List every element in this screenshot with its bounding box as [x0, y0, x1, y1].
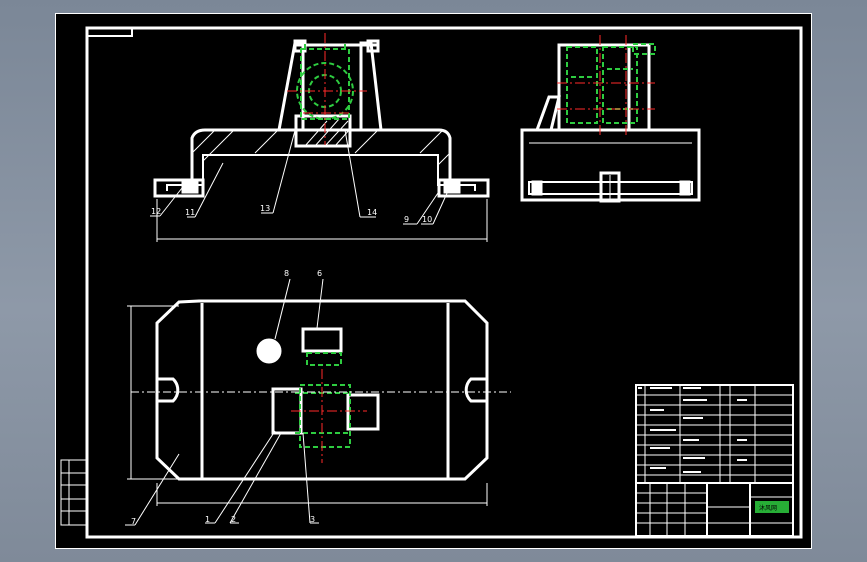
top-view [155, 299, 489, 481]
title-block [635, 384, 794, 537]
balloon-label-top_view-1: 6 [317, 269, 322, 278]
title-stamp-text: 沐风网 [759, 504, 777, 512]
front-view-leaders [150, 122, 488, 242]
top-view-leaders [125, 278, 488, 526]
sheet-inner-frame [85, 26, 803, 539]
top-view-hidden-parts [295, 352, 351, 448]
title-stamp [755, 501, 789, 513]
top-view-centerlines [291, 369, 367, 463]
side-view-centerlines [557, 35, 655, 138]
balloon-label-front_view-5: 10 [422, 215, 432, 224]
balloon-label-front_view-1: 11 [185, 208, 195, 217]
balloon-label-front_view-3: 14 [367, 208, 377, 217]
balloon-label-front_view-0: 12 [151, 207, 161, 216]
balloon-label-front_view-4: 9 [404, 215, 409, 224]
corner-tag [86, 27, 133, 37]
front-view-centerlines [287, 33, 367, 145]
title-block-fill [638, 387, 747, 473]
sheet-outer-frame [55, 13, 812, 549]
left-revision-table [60, 459, 88, 526]
balloon-label-top_view-3: 1 [205, 515, 210, 524]
balloon-label-front_view-2: 13 [260, 204, 270, 213]
balloon-label-top_view-4: 2 [231, 515, 236, 524]
balloon-label-top_view-2: 7 [131, 517, 136, 526]
balloon-label-top_view-0: 8 [284, 269, 289, 278]
balloon-label-top_view-5: 3 [310, 515, 315, 524]
front-view [153, 39, 490, 198]
side-view [520, 43, 701, 203]
